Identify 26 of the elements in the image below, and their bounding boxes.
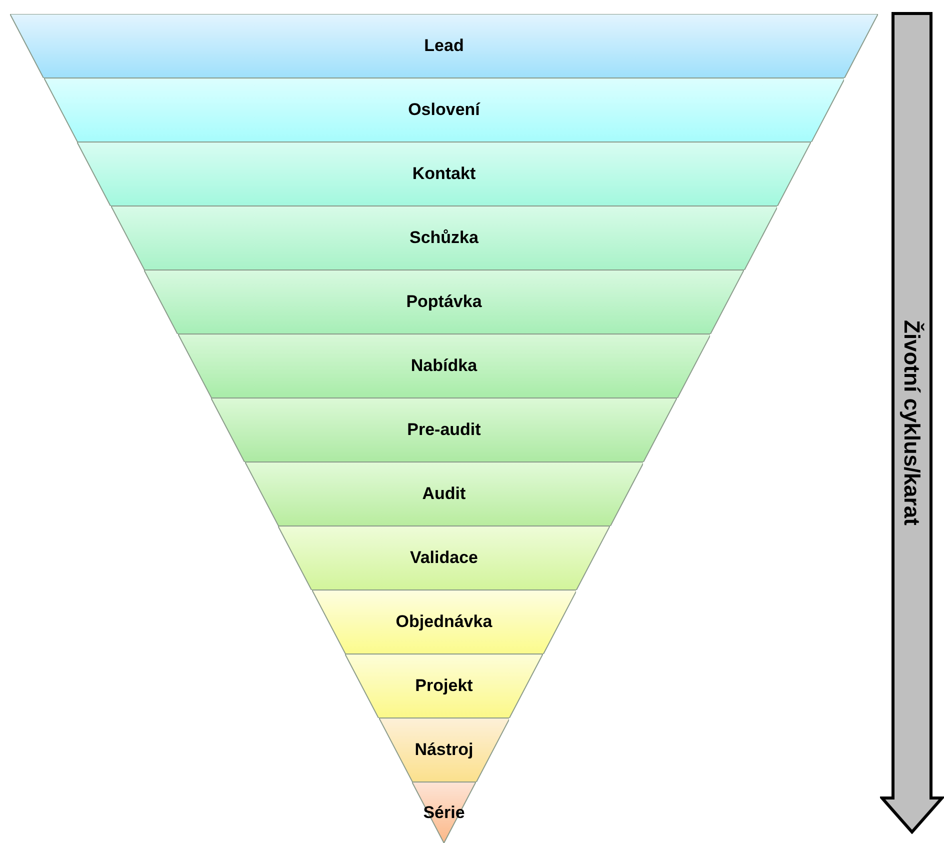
funnel-band xyxy=(44,78,844,142)
band-label: Projekt xyxy=(415,675,473,698)
band-label: Kontakt xyxy=(412,163,476,186)
funnel-band xyxy=(144,270,744,334)
band-label: Série xyxy=(423,802,465,824)
funnel-band xyxy=(77,142,811,206)
funnel-band xyxy=(178,334,710,398)
funnel-band xyxy=(110,206,778,270)
band-label: Nabídka xyxy=(410,355,478,378)
funnel-band xyxy=(10,14,878,78)
funnel-band xyxy=(312,590,576,654)
band-label: Schůzka xyxy=(410,227,478,250)
arrow-label: Životní cyklus/karat xyxy=(898,320,926,526)
funnel-band xyxy=(244,462,644,526)
band-label: Audit xyxy=(422,483,466,506)
funnel-band xyxy=(278,526,610,590)
band-label: Poptávka xyxy=(406,291,482,314)
band-label: Objednávka xyxy=(396,611,492,634)
band-label: Oslovení xyxy=(408,99,480,122)
funnel-band xyxy=(345,654,543,718)
funnel-band xyxy=(211,398,677,462)
band-label: Lead xyxy=(424,35,464,58)
band-label: Pre-audit xyxy=(407,419,481,442)
band-label: Validace xyxy=(410,547,478,570)
down-arrow xyxy=(880,12,944,834)
band-label: Nástroj xyxy=(414,739,474,762)
